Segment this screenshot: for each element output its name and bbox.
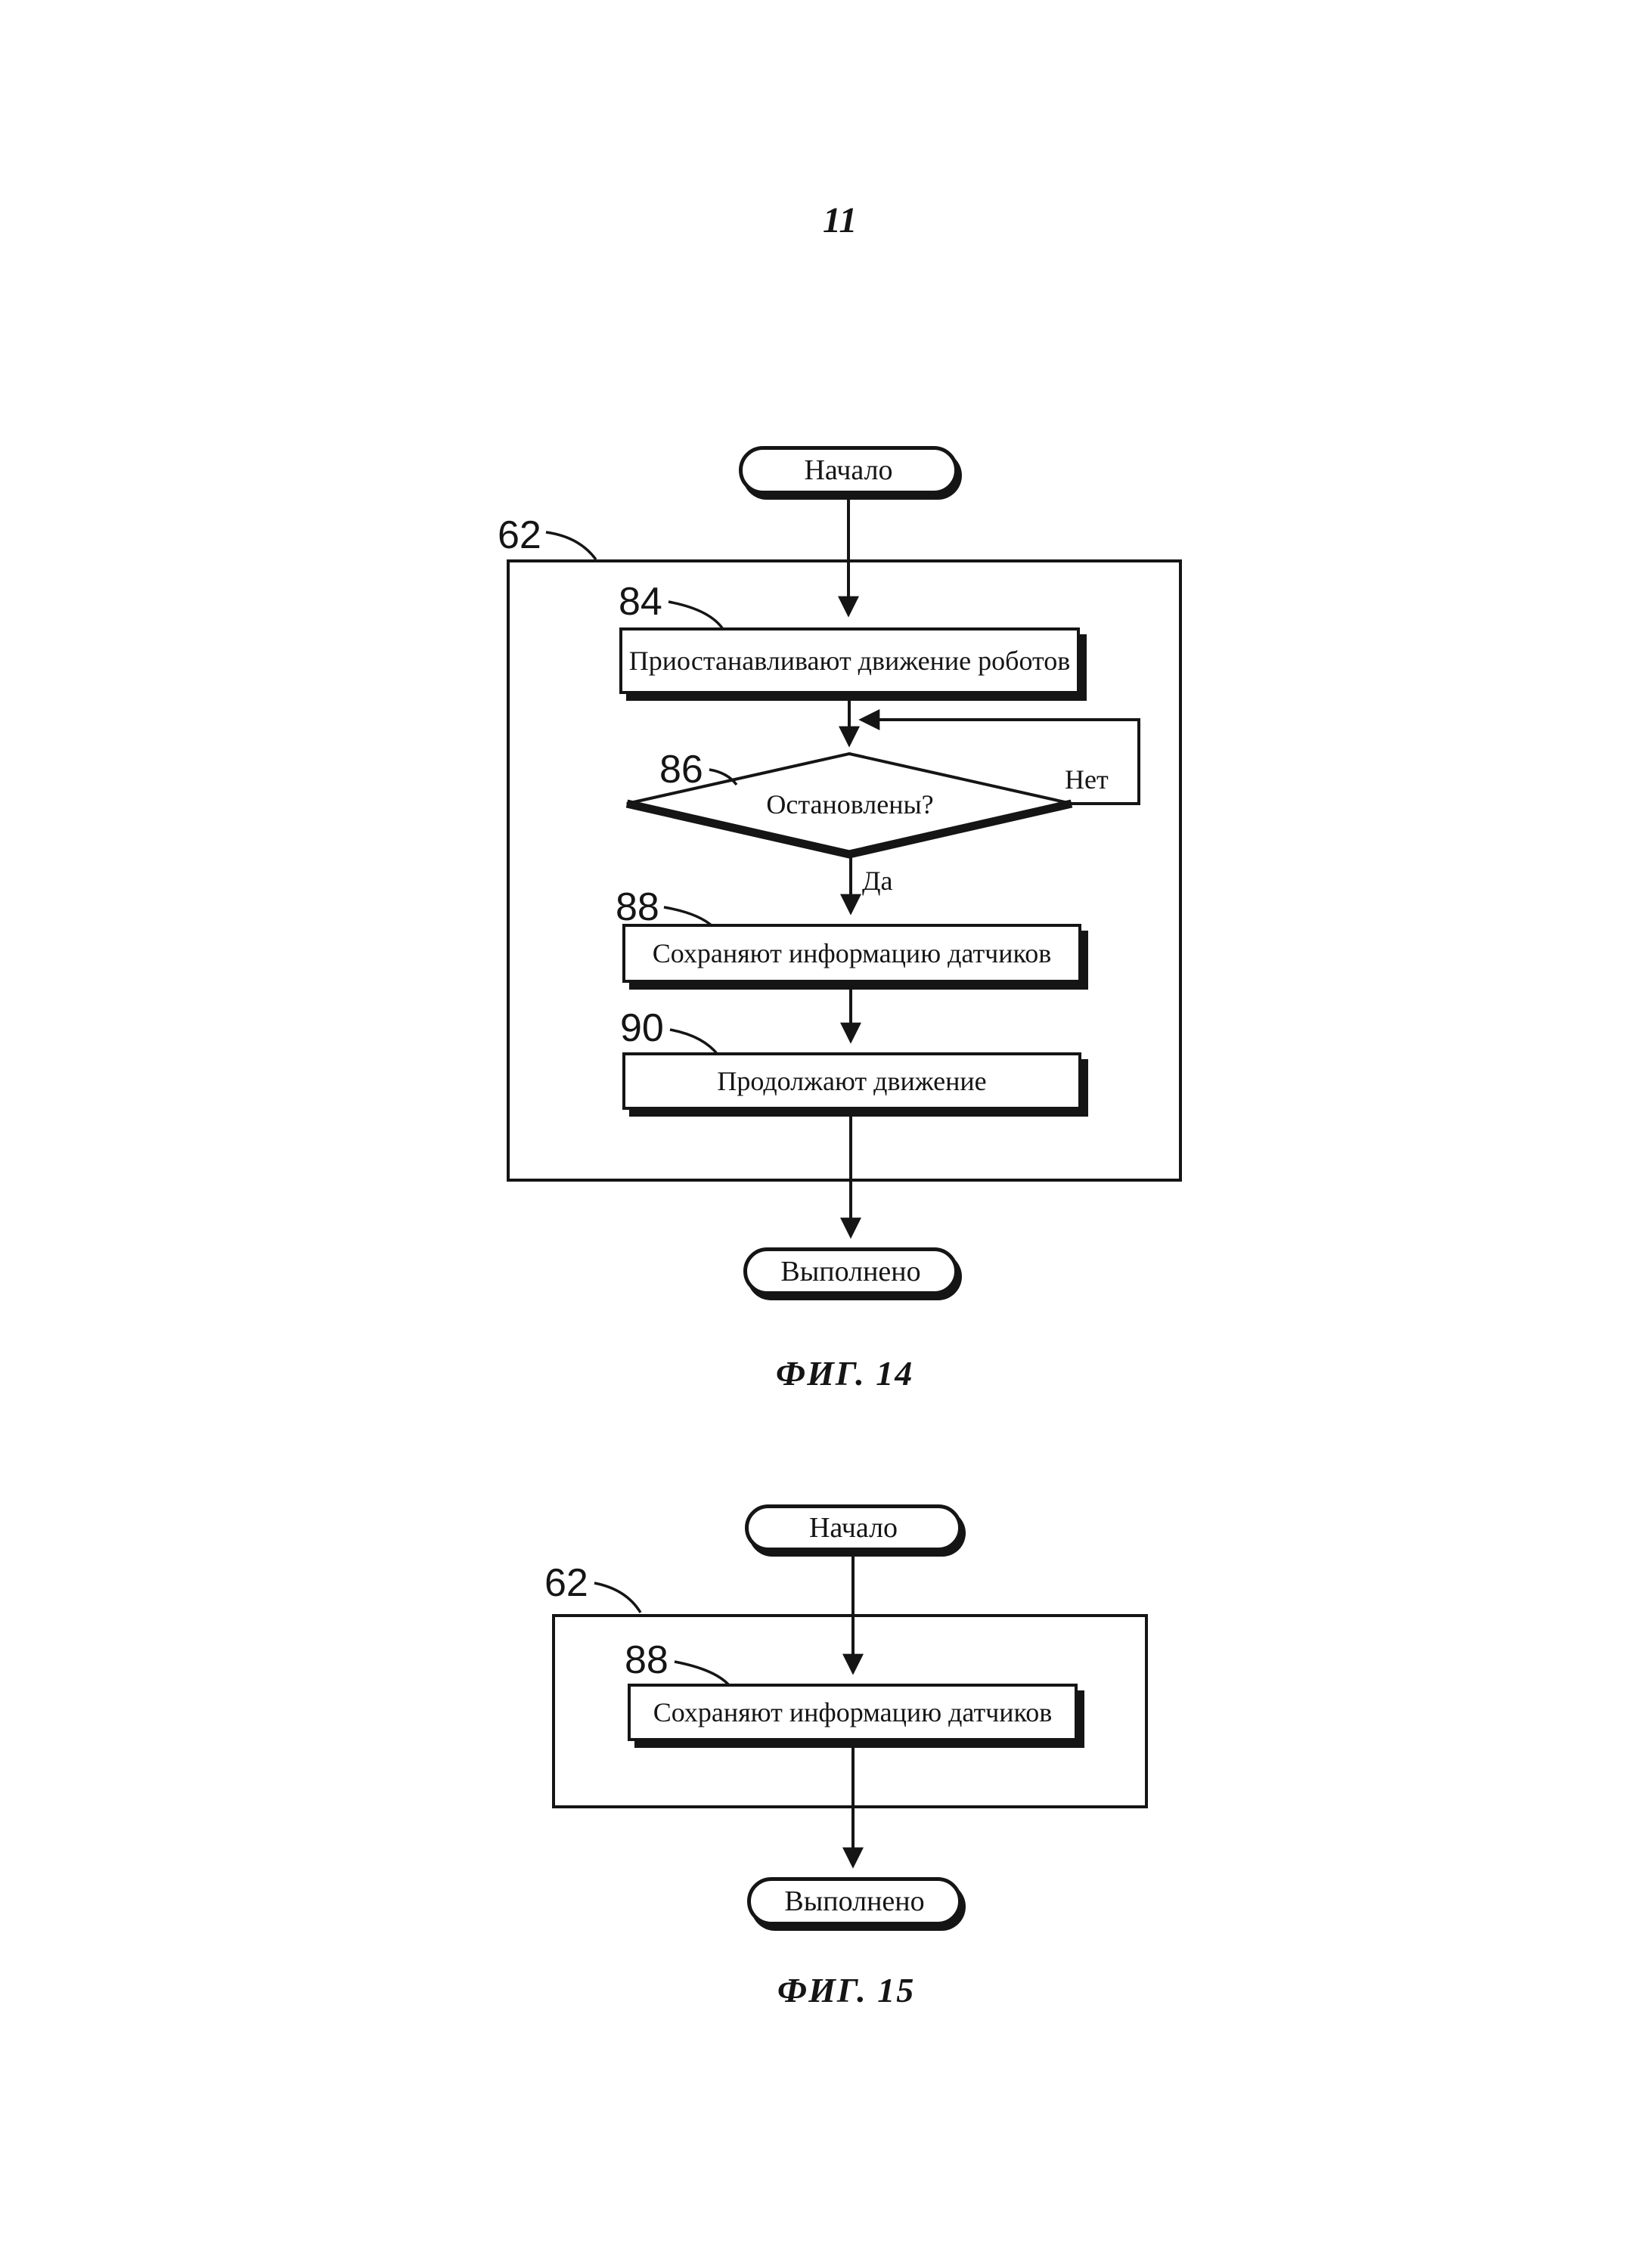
fig14-process-84-label: Приостанавливают движение роботов xyxy=(628,646,1071,676)
fig15-caption: ФИГ. 15 xyxy=(777,1971,916,2009)
fig14-decision-label: Остановлены? xyxy=(766,789,934,820)
fig15-ref-88: 88 xyxy=(625,1638,668,1682)
page-number: 11 xyxy=(823,200,858,240)
fig15-container-62 xyxy=(552,1614,1148,1808)
fig14-process-84: Приостанавливают движение роботов xyxy=(619,627,1080,694)
fig14-process-90-label: Продолжают движение xyxy=(717,1066,987,1096)
fig14-container-62 xyxy=(507,559,1182,1182)
fig14-ref-84: 84 xyxy=(619,580,662,624)
fig14-leader-62 xyxy=(545,531,597,561)
fig15-start-terminal: Начало xyxy=(745,1504,962,1551)
fig14-process-90: Продолжают движение xyxy=(622,1052,1081,1110)
fig14-end-label: Выполнено xyxy=(780,1255,921,1287)
fig14-ref-86: 86 xyxy=(659,748,703,792)
fig14-start-label: Начало xyxy=(804,454,893,486)
fig14-leader-84 xyxy=(668,600,724,631)
fig14-flow-no-loop xyxy=(858,709,1140,805)
fig14-process-88: Сохраняют информацию датчиков xyxy=(622,924,1081,983)
fig15-end-terminal: Выполнено xyxy=(747,1877,962,1926)
fig15-start-label: Начало xyxy=(808,1512,898,1544)
fig14-end-terminal: Выполнено xyxy=(743,1247,958,1295)
fig14-start-terminal: Начало xyxy=(739,446,958,494)
fig14-leader-90 xyxy=(669,1028,720,1057)
fig15-leader-62 xyxy=(594,1582,642,1613)
fig15-end-label: Выполнено xyxy=(784,1885,925,1917)
fig15-leader-88 xyxy=(674,1660,730,1686)
fig15-process-88-label: Сохраняют информацию датчиков xyxy=(653,1697,1053,1727)
fig14-ref-90: 90 xyxy=(620,1006,664,1050)
fig14-caption: ФИГ. 14 xyxy=(776,1354,914,1393)
fig14-leader-86 xyxy=(709,768,738,786)
fig15-process-88: Сохраняют информацию датчиков xyxy=(628,1684,1078,1741)
fig14-ref-88: 88 xyxy=(616,885,659,929)
fig14-process-88-label: Сохраняют информацию датчиков xyxy=(652,938,1052,968)
fig15-ref-62: 62 xyxy=(544,1561,588,1605)
fig14-ref-62: 62 xyxy=(498,513,541,557)
fig14-no-label: Нет xyxy=(1065,764,1109,795)
fig14-yes-label: Да xyxy=(862,866,893,896)
